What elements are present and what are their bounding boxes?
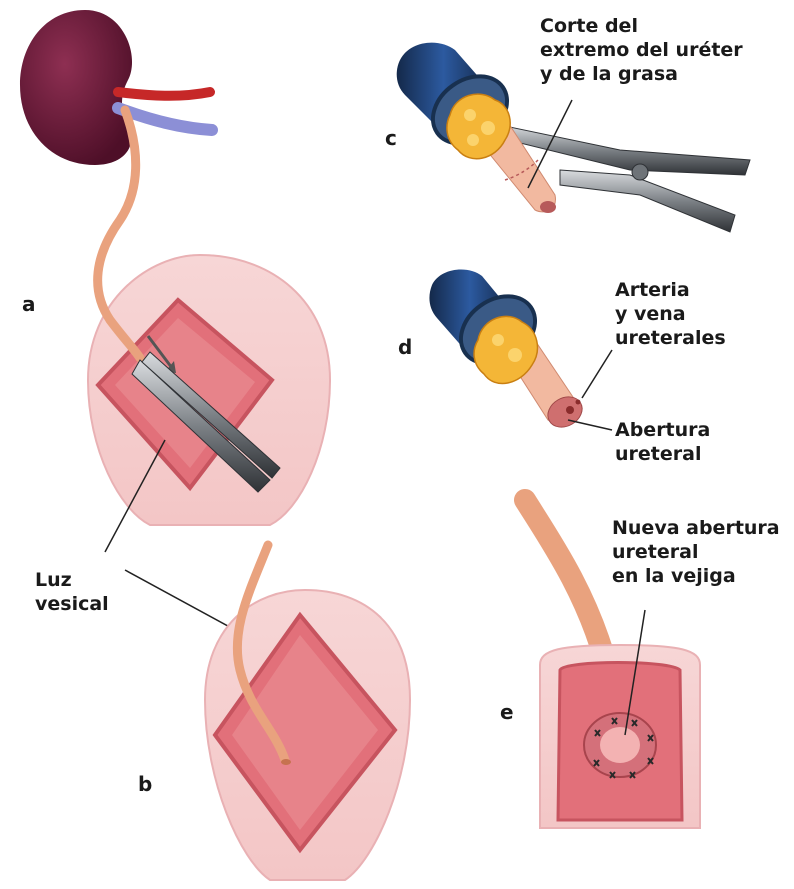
label-luz-vesical: Luz vesical [35,568,109,616]
panel-letter-e: e [500,700,514,724]
panel-letter-d: d [398,335,412,359]
panel-b-drawing [205,545,410,880]
kidney [20,10,132,165]
label-arteria-vena: Arteria y vena ureterales [615,278,726,350]
panel-letter-b: b [138,772,152,796]
label-nueva-abertura: Nueva abertura ureteral en la vejiga [612,516,780,588]
panel-d-drawing [429,270,612,434]
ureter-e [525,500,605,660]
label-abertura-ureteral: Abertura ureteral [615,418,710,466]
panel-letter-c: c [385,126,397,150]
panel-letter-a: a [22,292,36,316]
label-corte: Corte del extremo del uréter y de la gra… [540,14,743,86]
renal-artery [118,92,210,96]
